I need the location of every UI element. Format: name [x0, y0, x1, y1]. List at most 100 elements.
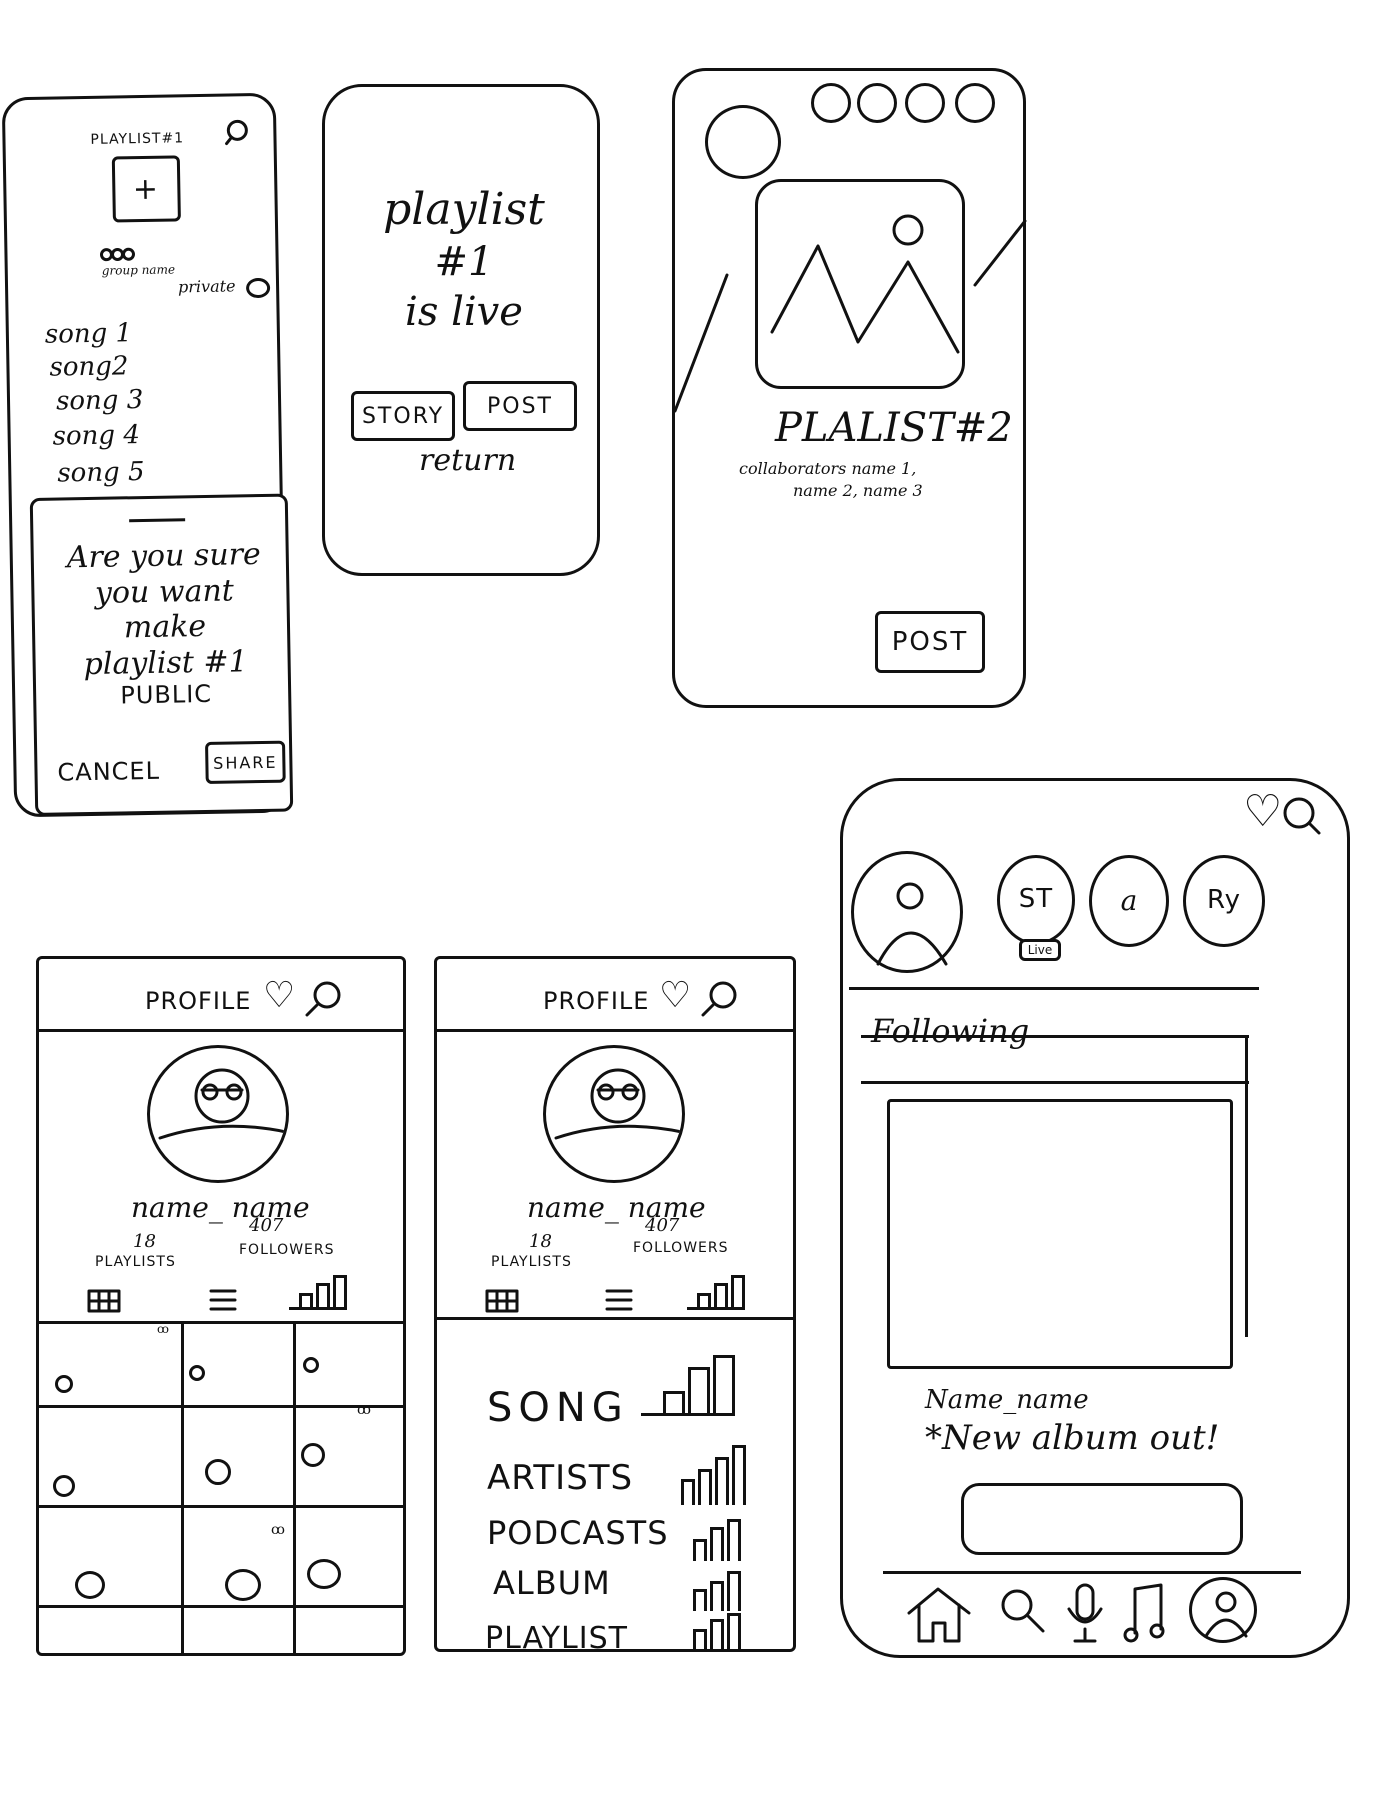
search-icon[interactable]: [1281, 795, 1321, 835]
play-icon[interactable]: [75, 1571, 105, 1599]
playlists-count: 18: [529, 1231, 552, 1252]
search-icon[interactable]: [303, 979, 343, 1019]
tabs-divider: [437, 1317, 793, 1320]
play-icon[interactable]: [301, 1443, 325, 1467]
song-item[interactable]: song 5: [57, 457, 145, 489]
category-artists[interactable]: ARTISTS: [487, 1458, 634, 1498]
return-link[interactable]: return: [419, 443, 517, 478]
drag-handle[interactable]: [129, 518, 186, 523]
avatar[interactable]: [705, 105, 781, 179]
list-view-icon[interactable]: [209, 1287, 239, 1313]
tabs-divider: [39, 1321, 403, 1324]
mention-icon[interactable]: [905, 83, 945, 123]
grid-row-line: [39, 1405, 403, 1408]
playlist-cover-image[interactable]: [755, 179, 965, 389]
play-icon[interactable]: [55, 1375, 73, 1393]
stats-view-icon[interactable]: [289, 1275, 347, 1310]
create-playlist-screen: PLAYLIST#1 + group name private song 1 s…: [1, 92, 294, 818]
comment-input[interactable]: [961, 1483, 1243, 1555]
category-playlist[interactable]: PLAYLIST: [485, 1621, 628, 1656]
play-icon[interactable]: [307, 1559, 341, 1589]
song-item[interactable]: song 1: [44, 318, 133, 350]
rotate-frame: [673, 219, 1027, 413]
search-icon[interactable]: [699, 979, 739, 1019]
song-stats-bars: [641, 1355, 735, 1416]
grid-view-icon[interactable]: [87, 1289, 121, 1313]
more-icon[interactable]: [955, 83, 995, 123]
play-icon[interactable]: [53, 1475, 75, 1497]
post-top-rule: [861, 1035, 1249, 1038]
grid-row-line: [39, 1505, 403, 1508]
list-view-icon[interactable]: [605, 1287, 635, 1313]
playlist-live-screen: playlist #1 is live STORY POST return: [322, 84, 600, 576]
my-story-avatar[interactable]: [851, 851, 963, 973]
bottom-nav-divider: [883, 1571, 1301, 1574]
username: name_ name: [527, 1191, 706, 1224]
category-album[interactable]: ALBUM: [493, 1564, 611, 1602]
account-icon[interactable]: [811, 83, 851, 123]
private-toggle[interactable]: [245, 277, 271, 299]
play-icon[interactable]: [205, 1459, 231, 1485]
cancel-button[interactable]: CANCEL: [57, 756, 161, 787]
album-stats-bars: [693, 1571, 741, 1611]
post-author[interactable]: Name_name: [925, 1385, 1089, 1415]
home-icon[interactable]: [903, 1583, 973, 1643]
live-badge: Live: [1019, 939, 1061, 961]
search-icon[interactable]: [225, 118, 251, 146]
play-icon[interactable]: [225, 1569, 261, 1601]
playlist-post-screen: PLALIST#2 collaborators name 1, name 2, …: [672, 68, 1027, 708]
collaborators-names: name 2, name 3: [793, 481, 923, 500]
song-item[interactable]: song 3: [55, 384, 144, 417]
person-icon: [158, 1068, 286, 1140]
story-avatar[interactable]: ST: [997, 855, 1075, 945]
heart-icon[interactable]: ♡: [263, 975, 296, 1016]
like-icon[interactable]: [857, 83, 897, 123]
followers-count: 407: [249, 1215, 284, 1236]
story-avatar[interactable]: Ry: [1183, 855, 1265, 947]
microphone-icon[interactable]: [1065, 1581, 1105, 1645]
live-message: playlist #1 is live: [383, 184, 545, 336]
confirm-message: Are you sure you want make playlist #1 P…: [66, 536, 262, 710]
profile-avatar[interactable]: [147, 1045, 289, 1183]
music-note-icon[interactable]: [1121, 1581, 1171, 1645]
grid-row-line: [39, 1605, 403, 1608]
post-right-rule: [1245, 1037, 1248, 1337]
header-divider: [437, 1029, 793, 1032]
post-button[interactable]: POST: [875, 611, 985, 673]
grid-col-line: [181, 1321, 184, 1655]
private-label: private: [177, 276, 236, 297]
podcasts-stats-bars: [693, 1519, 741, 1561]
playlists-label: PLAYLISTS: [491, 1254, 572, 1270]
followers-label: FOLLOWERS: [633, 1240, 729, 1256]
story-avatar[interactable]: a: [1089, 855, 1169, 947]
profile-nav-icon[interactable]: [1189, 1577, 1257, 1643]
add-cover-button[interactable]: +: [111, 155, 181, 223]
profile-stats-screen: PROFILE ♡ name_ name 18 PLAYLISTS 407 FO…: [434, 956, 796, 1656]
category-song[interactable]: SONG: [487, 1385, 629, 1431]
post-image[interactable]: [887, 1099, 1233, 1369]
group-icon: ꝏ: [357, 1402, 371, 1418]
home-feed-screen: ♡ ST Live a Ry Following Name_name *New …: [840, 778, 1350, 1658]
post-mid-rule: [861, 1081, 1249, 1084]
post-button[interactable]: POST: [463, 381, 577, 431]
song-item[interactable]: song2: [49, 351, 129, 383]
category-podcasts[interactable]: PODCASTS: [487, 1514, 669, 1552]
heart-icon[interactable]: ♡: [1243, 786, 1283, 837]
share-button[interactable]: SHARE: [205, 740, 286, 784]
group-icon: [99, 247, 135, 262]
username: name_ name: [131, 1191, 310, 1224]
playlist-title: PLAYLIST#1: [90, 130, 185, 148]
heart-icon[interactable]: ♡: [659, 975, 692, 1016]
image-icon: [770, 214, 960, 354]
story-button[interactable]: STORY: [351, 391, 455, 441]
search-icon[interactable]: [997, 1585, 1047, 1635]
play-icon[interactable]: [189, 1365, 205, 1381]
followers-count: 407: [645, 1215, 680, 1236]
person-icon: [554, 1068, 682, 1140]
profile-avatar[interactable]: [543, 1045, 685, 1183]
post-caption: *New album out!: [925, 1418, 1220, 1458]
song-item[interactable]: song 4: [52, 419, 141, 452]
stats-view-icon[interactable]: [687, 1275, 745, 1310]
grid-view-icon[interactable]: [485, 1289, 519, 1313]
play-icon[interactable]: [303, 1357, 319, 1373]
